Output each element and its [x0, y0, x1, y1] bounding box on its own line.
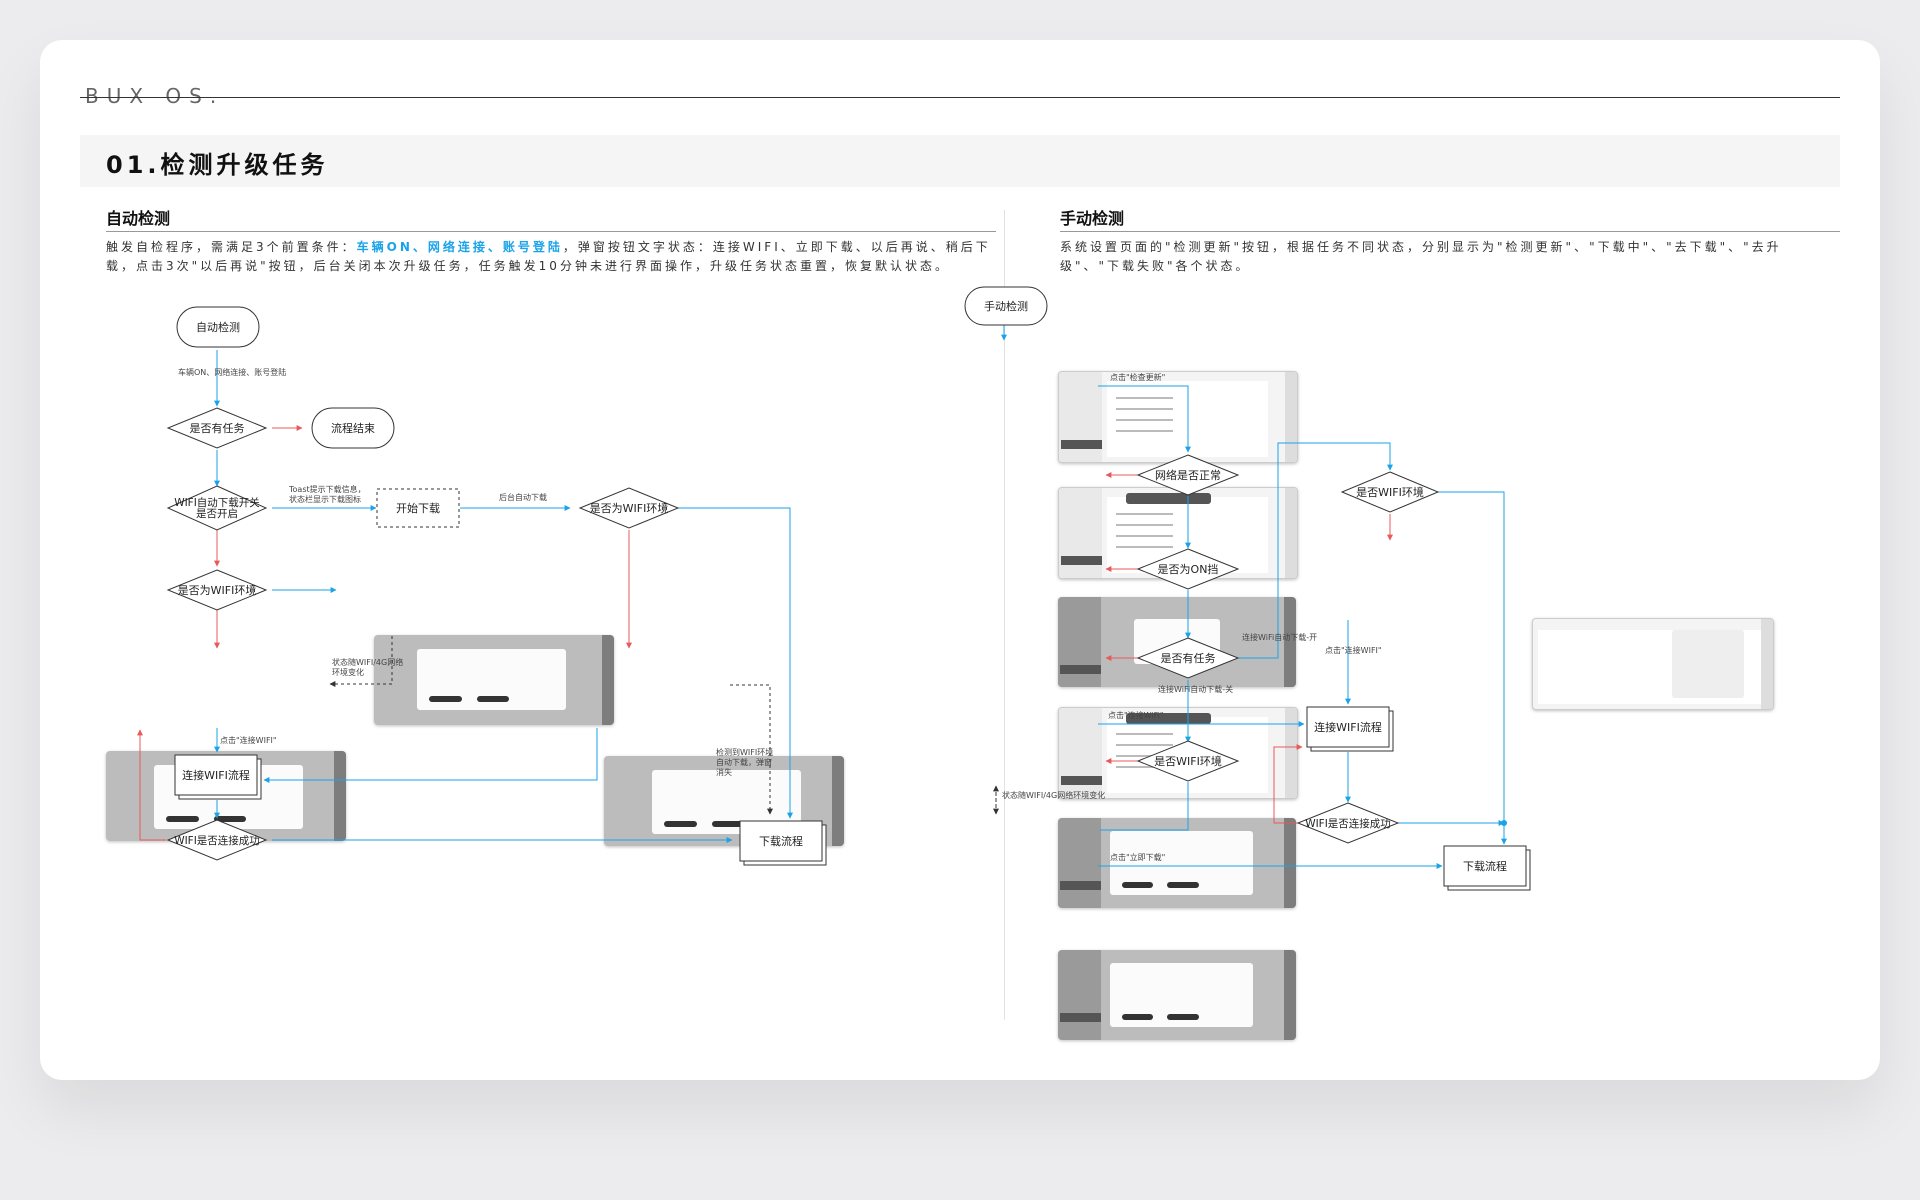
brand-logo: BUX OS.: [85, 84, 225, 108]
label-bg-auto: 后台自动下载: [499, 492, 547, 502]
node-wifi-auto-line1: WIFI自动下载开关: [174, 496, 260, 509]
mockup-download-dialog-right: [604, 756, 844, 846]
node-end-shape: [311, 407, 395, 449]
label-conditions: 车辆ON、网络连接、账号登陆: [178, 367, 286, 377]
node-connect-wifi-shape: [174, 754, 258, 796]
node-wifi-success-right-shape: [1296, 802, 1400, 844]
node-auto-check-shape: [176, 306, 260, 348]
node-is-wifi-mid-shape: [166, 569, 268, 611]
label-toast-1: Toast提示下载信息，: [288, 484, 366, 494]
node-manual-check-shape: [964, 286, 1048, 326]
node-net-ok-shape: [1136, 454, 1240, 496]
node-wifi-success: WIFI是否连接成功: [174, 834, 260, 847]
node-is-wifi-mid: 是否为WIFI环境: [178, 583, 257, 597]
node-wifi-auto-shape: [166, 485, 268, 531]
label-wifi-auto-off: 连接WiFi自动下载-关: [1158, 684, 1233, 694]
label-toast-2: 状态栏显示下载图标: [289, 494, 361, 504]
node-is-wifi-top-shape: [578, 487, 680, 529]
page-card: BUX OS. 01.检测升级任务 自动检测 触发自检程序，需满足3个前置条件：…: [40, 40, 1880, 1080]
mockup-settings-task: [1058, 707, 1298, 799]
label-click-download-now: 点击"立即下载": [1110, 852, 1165, 862]
mockup-wifi-download-list: [1532, 618, 1774, 710]
node-download-flow: 下载流程: [759, 834, 803, 848]
node-download-flow-right: 下载流程: [1463, 859, 1507, 873]
node-manual-check: 手动检测: [984, 299, 1028, 313]
node-is-wifi-shape: [1136, 740, 1240, 782]
node-is-wifi: 是否WIFI环境: [1154, 754, 1222, 768]
node-is-on-shape: [1136, 548, 1240, 590]
node-is-wifi-top: 是否为WIFI环境: [590, 501, 669, 515]
node-download-flow-shape: [739, 820, 823, 862]
label-detect-1: 检测到WIFI环境: [716, 747, 773, 757]
node-has-task: 是否有任务: [190, 421, 245, 435]
node-is-wifi-right: 是否WIFI环境: [1356, 485, 1424, 499]
mockup-download-dialog-top: [374, 635, 614, 725]
label-state-change-1: 状态随WIFI/4G网络: [332, 657, 403, 667]
manual-check-description: 系统设置页面的"检测更新"按钮，根据任务不同状态，分别显示为"检测更新"、"下载…: [1060, 240, 1782, 273]
node-start-download-shape: [376, 488, 460, 528]
node-connect-wifi: 连接WIFI流程: [182, 768, 250, 782]
title-band: [80, 135, 1840, 187]
node-is-on: 是否为ON挡: [1158, 562, 1219, 576]
node-net-ok: 网络是否正常: [1155, 468, 1221, 482]
node-is-wifi-right-shape: [1340, 471, 1440, 513]
label-state-change-2: 环境变化: [332, 667, 364, 677]
header-rule: [80, 97, 1840, 98]
node-download-flow-right-shape: [1443, 845, 1527, 887]
label-click-check: 点击"检查更新": [1110, 372, 1165, 382]
node-connect-wifi-right: 连接WIFI流程: [1314, 720, 1382, 734]
node-wifi-auto-line2: 是否开启: [196, 507, 238, 520]
auto-check-heading: 自动检测: [106, 209, 171, 228]
auto-check-description: 触发自检程序，需满足3个前置条件：车辆ON、网络连接、账号登陆，弹窗按钮文字状态…: [106, 240, 991, 273]
page-title: 01.检测升级任务: [106, 151, 329, 179]
node-has-task-shape: [166, 407, 268, 449]
node-wifi-success-right: WIFI是否连接成功: [1305, 817, 1391, 830]
node-start-download: 开始下载: [396, 501, 440, 515]
node-connect-wifi-right-shape: [1306, 706, 1390, 748]
manual-check-rule: [1060, 231, 1840, 232]
label-click-connect-wifi: 点击"连接WIFI": [1325, 645, 1382, 655]
node-auto-check: 自动检测: [196, 320, 240, 334]
label-state-change-right: 状态随WIFI/4G网络环境变化: [1002, 790, 1105, 800]
label-detect-3: 消失: [716, 767, 732, 777]
manual-check-heading: 手动检测: [1060, 209, 1125, 228]
label-click-connect-wifi-2: 点击"连接WiFi": [1108, 710, 1164, 720]
column-divider: [1004, 210, 1005, 1020]
flowchart-canvas: 自动检测 是否有任务 流程结束 WIFI自动下载开关 是否开启 开始下载 是否为…: [137, 286, 1531, 891]
mockup-settings-download-dialog: [1058, 950, 1296, 1040]
node-end: 流程结束: [331, 421, 375, 435]
mockup-settings-wifi-dialog: [1058, 818, 1296, 908]
node-has-task-right-shape: [1136, 637, 1240, 679]
label-detect-2: 自动下载，弹窗: [716, 757, 772, 767]
node-wifi-success-shape: [166, 819, 268, 861]
auto-check-rule: [106, 231, 996, 232]
label-wifi-auto-on: 连接WiFi自动下载-开: [1242, 632, 1317, 642]
label-click-connect: 点击"连接WIFI": [220, 735, 277, 745]
node-has-task-right: 是否有任务: [1161, 651, 1216, 665]
